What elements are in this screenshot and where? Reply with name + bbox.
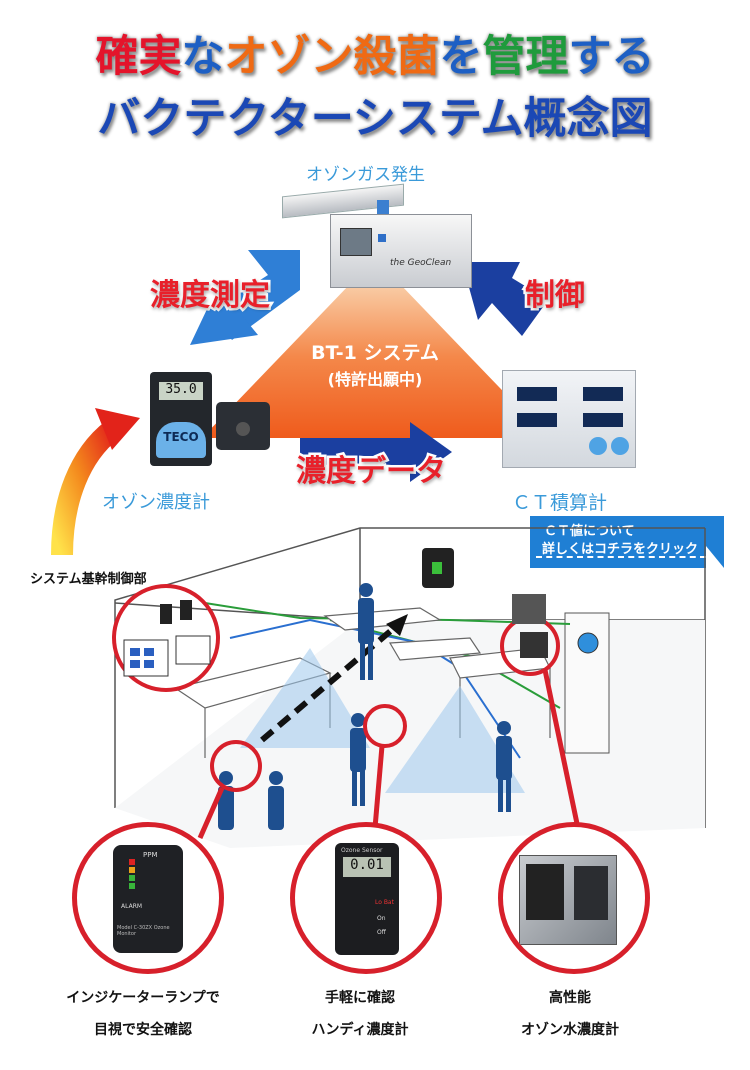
meter-display: 35.0 [159, 382, 203, 400]
system-triangle [51, 250, 548, 556]
handheld-btn-off: Off [377, 929, 386, 936]
circle-indicator-monitor: PPM ALARM Model C-30ZX Ozone Monitor [72, 822, 224, 974]
circle-water-meter [498, 822, 650, 974]
label-measure: 濃度測定 [148, 276, 273, 316]
water-meter-device [519, 855, 617, 945]
ozone-monitor: PPM ALARM Model C-30ZX Ozone Monitor [113, 845, 183, 953]
monitor-ppm: PPM [143, 851, 158, 859]
label-control: 制御 [523, 276, 588, 316]
arrow-data [300, 422, 452, 482]
caption-2-line1: 手軽に確認 [325, 990, 395, 1006]
title-seg-2: な [179, 29, 228, 85]
arrow-measure [190, 250, 300, 345]
handheld-header: Ozone Sensor [341, 847, 383, 854]
label-ct-meter: ＣＴ積算計 [512, 492, 608, 514]
arrow-control [462, 262, 548, 336]
caption-1-line2: 目視で安全確認 [94, 1022, 192, 1038]
caption-2: 手軽に確認 ハンディ濃度計 [250, 982, 470, 1046]
triangle-shape [202, 258, 548, 438]
handheld-btn-on: On [377, 915, 386, 922]
ozone-sensor-box [216, 402, 270, 450]
ozone-meter-device: 35.0 TECO [150, 372, 212, 466]
circle-handheld-meter: Ozone Sensor 0.01 Lo Bat On Off [290, 822, 442, 974]
handheld-display: 0.01 [343, 857, 391, 877]
title-seg-6: する [566, 29, 658, 85]
caption-1: インジケーターランプで 目視で安全確認 [28, 982, 258, 1046]
label-ozone-meter: オゾン濃度計 [102, 492, 210, 513]
label-core-control: システム基幹制御部 [30, 572, 147, 587]
title-seg-3: オゾン殺菌 [222, 29, 443, 85]
label-ozone-gas: オゾンガス発生 [306, 165, 425, 185]
room-illustration [112, 527, 706, 848]
caption-3-line1: 高性能 [549, 990, 591, 1006]
monitor-model: Model C-30ZX Ozone Monitor [117, 925, 170, 937]
system-name: BT-1 システム [311, 342, 439, 364]
monitor-alarm: ALARM [121, 903, 143, 910]
arrow-curve [51, 421, 120, 556]
caption-1-line1: インジケーターランプで [66, 990, 220, 1006]
title-line-2: バクテクターシステム概念図 [94, 91, 655, 147]
title-seg-5: 管理 [480, 29, 572, 85]
caption-3: 高性能 オゾン水濃度計 [460, 982, 680, 1046]
ozone-generator: the GeoClean [282, 183, 472, 288]
generator-brand: the GeoClean [390, 258, 452, 268]
ct-link-line2: 詳しくはコチラをクリック [542, 542, 699, 557]
meter-brand: TECO [163, 430, 199, 444]
patent-note: (特許出願中) [327, 370, 423, 389]
title-seg-4: を [437, 29, 486, 85]
ct-meter-device [502, 370, 636, 468]
title-line-1: 確実なオゾン殺菌を管理する [0, 22, 750, 85]
caption-2-line2: ハンディ濃度計 [311, 1022, 409, 1038]
handheld-btn-lobat: Lo Bat [375, 899, 394, 906]
title-seg-1: 確実 [93, 29, 185, 85]
label-data: 濃度データ [294, 452, 449, 492]
handheld-meter: Ozone Sensor 0.01 Lo Bat On Off [335, 843, 399, 955]
caption-3-line2: オゾン水濃度計 [521, 1022, 619, 1038]
